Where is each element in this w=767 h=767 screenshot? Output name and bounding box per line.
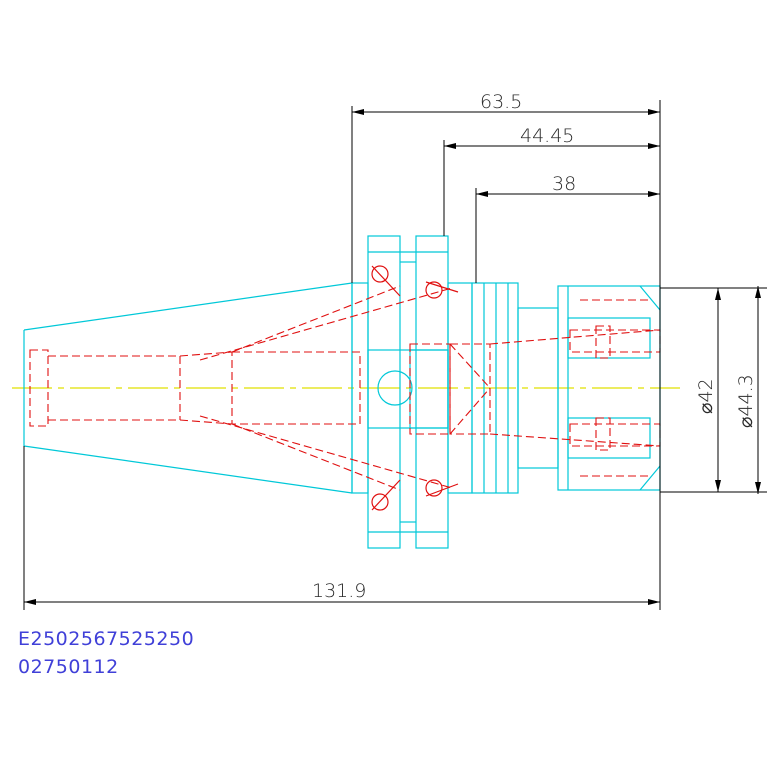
dim-63-5: 63.5 [480,91,522,113]
retention-screws [371,265,459,511]
holder-outline [23,235,661,549]
dim-dia-42: ⌀42 [695,378,717,414]
hidden-lines [29,285,661,491]
dimension-lines [23,100,767,610]
dim-38: 38 [552,173,576,195]
dim-dia-44-3: ⌀44.3 [735,374,757,428]
part-number: E2502567525250 [18,628,195,650]
dim-44-45: 44.45 [520,125,574,147]
dim-131-9: 131.9 [312,580,366,602]
dimension-arrows [24,109,761,605]
part-code: 02750112 [18,656,119,678]
